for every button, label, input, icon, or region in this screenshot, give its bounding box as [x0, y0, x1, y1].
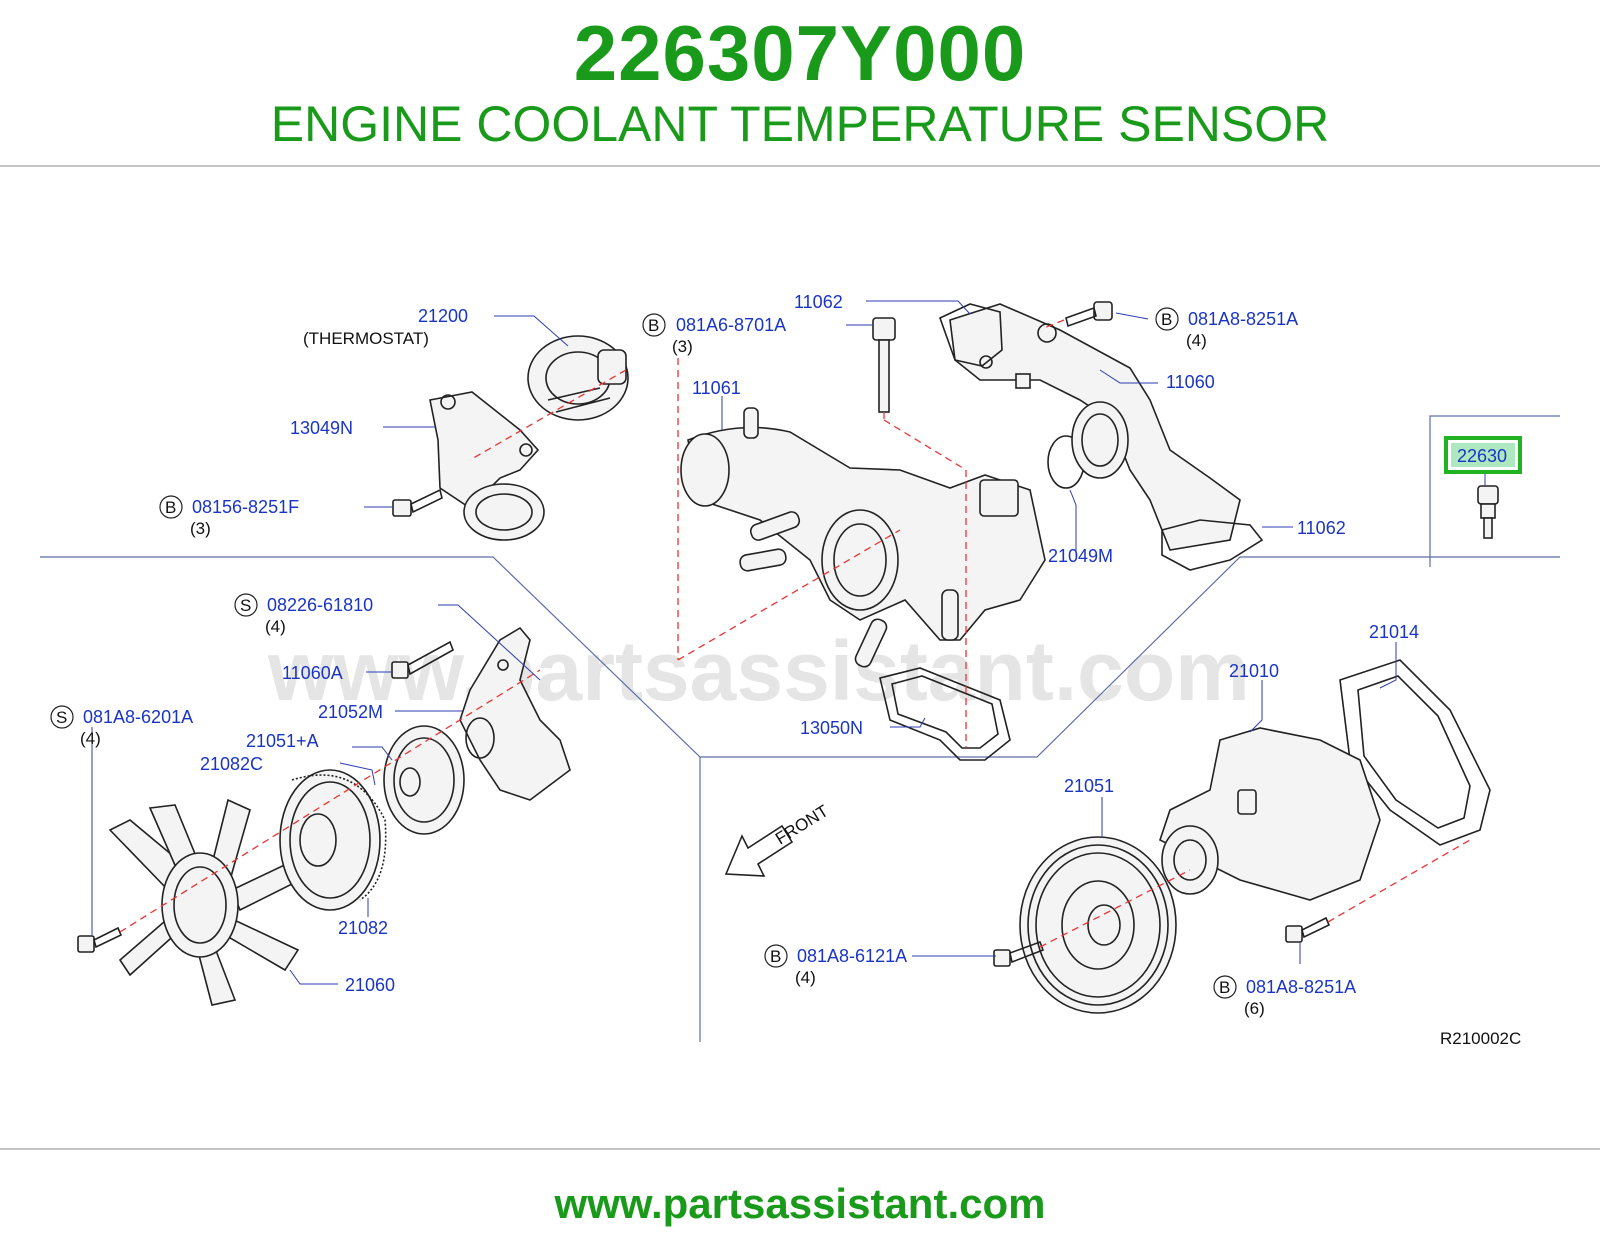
stud-badge-08226 [234, 593, 258, 617]
label-21082[interactable]: 21082 [338, 918, 388, 938]
label-081a8-6121a[interactable]: 081A8-6121A [797, 946, 907, 966]
fan-bracket-drawing [459, 626, 571, 801]
diagram-ref-code: R210002C [1440, 1029, 1521, 1048]
label-21014[interactable]: 21014 [1369, 622, 1419, 642]
front-arrow-indicator: FRONT [724, 801, 832, 877]
label-11061[interactable]: 11061 [692, 378, 741, 398]
cooling-fan-drawing [108, 798, 301, 1006]
label-thermostat-note: (THERMOSTAT) [303, 329, 429, 348]
label-21200[interactable]: 21200 [418, 306, 468, 326]
water-pump-pulley-drawing [1019, 836, 1177, 1014]
label-11060a[interactable]: 11060A [282, 663, 343, 683]
label-11060[interactable]: 11060 [1166, 372, 1215, 392]
label-081a8-8251a-top[interactable]: 081A8-8251A [1188, 309, 1298, 329]
section-divider [40, 556, 1560, 758]
footer-divider [0, 1148, 1600, 1150]
part-number-title: 226307Y000 [573, 9, 1027, 97]
label-21049m[interactable]: 21049M [1048, 546, 1113, 566]
label-22630[interactable]: 22630 [1457, 446, 1507, 466]
qty-081a8-6201a: (4) [80, 729, 101, 748]
front-label: FRONT [772, 801, 832, 848]
badge-letter: B [1161, 310, 1172, 329]
water-inlet-drawing [949, 303, 1241, 551]
qty-08156-8251f: (3) [190, 519, 211, 538]
qty-08226-61810: (4) [265, 617, 286, 636]
assembly-dashed-lines [119, 319, 1471, 948]
bolt-081a8-8251a-bottom-drawing [1285, 916, 1331, 943]
header-divider [0, 165, 1600, 167]
label-13049n[interactable]: 13049N [290, 418, 353, 438]
label-21082c[interactable]: 21082C [200, 754, 263, 774]
water-pump-body-drawing [1159, 727, 1381, 901]
bolt-081a8-6201a-drawing [77, 926, 123, 953]
highlight-box-22630 [1444, 436, 1522, 474]
label-13050n[interactable]: 13050N [800, 718, 863, 738]
leader-lines [91, 300, 1486, 985]
qty-081a8-8251a-bottom: (6) [1244, 999, 1265, 1018]
gasket-11062-right-drawing [1161, 519, 1264, 571]
bolt-badge-081a8-8251a-bottom [1213, 975, 1237, 999]
footer-link[interactable]: www.partsassistant.com [554, 1180, 1046, 1227]
qty-081a8-6121a: (4) [795, 968, 816, 987]
label-081a8-8251a-bottom[interactable]: 081A8-8251A [1246, 977, 1356, 997]
stud-badge-081a8-6201a [50, 705, 74, 729]
label-081a8-6201a[interactable]: 081A8-6201A [83, 707, 193, 727]
bolt-badge-081a8-6121a [764, 944, 788, 968]
label-21051[interactable]: 21051 [1064, 776, 1114, 796]
bolt-081a8-8251a-top-drawing [1065, 301, 1113, 328]
bolt-081a8-6121a-drawing [993, 940, 1045, 967]
bolt-badge-081a6-8701a [642, 313, 666, 337]
water-outlet-drawing [680, 407, 1046, 668]
label-11062-top[interactable]: 11062 [794, 292, 843, 312]
qty-081a6-8701a: (3) [672, 337, 693, 356]
label-081a6-8701a[interactable]: 081A6-8701A [676, 315, 786, 335]
badge-letter: B [165, 498, 176, 517]
part-name-subtitle: ENGINE COOLANT TEMPERATURE SENSOR [270, 96, 1330, 152]
label-21010[interactable]: 21010 [1229, 661, 1279, 681]
label-08156-8251f[interactable]: 08156-8251F [192, 497, 299, 517]
fan-pulley-drawing [383, 725, 465, 835]
highlight-fill-22630 [1451, 443, 1515, 467]
thermostat-housing-drawing [429, 391, 545, 541]
label-08226-61810[interactable]: 08226-61810 [267, 595, 373, 615]
gasket-11062-top-drawing [939, 303, 1003, 367]
badge-letter: S [240, 596, 251, 615]
watermark: www.partsassistant.com [267, 624, 1250, 718]
thermostat-drawing [527, 335, 629, 421]
badge-letter: S [56, 708, 67, 727]
badge-letter: B [1219, 978, 1230, 997]
coolant-sensor-22630-drawing [1477, 485, 1499, 539]
bolt-08156-drawing [392, 488, 443, 517]
fan-clutch-drawing [279, 769, 387, 911]
label-21052m[interactable]: 21052M [318, 702, 383, 722]
label-21051-a[interactable]: 21051+A [246, 731, 319, 751]
badge-letter: B [648, 316, 659, 335]
label-21060[interactable]: 21060 [345, 975, 395, 995]
bolt-11060a-drawing [391, 640, 454, 679]
bolt-badge-081a8-8251a-top [1155, 307, 1179, 331]
label-11062-right[interactable]: 11062 [1297, 518, 1346, 538]
badge-letter: B [770, 947, 781, 966]
qty-081a8-8251a-top: (4) [1186, 331, 1207, 350]
sensor-box-divider [1429, 415, 1560, 567]
bolt-badge-08156 [159, 495, 183, 519]
long-bolt-drawing [872, 317, 896, 413]
